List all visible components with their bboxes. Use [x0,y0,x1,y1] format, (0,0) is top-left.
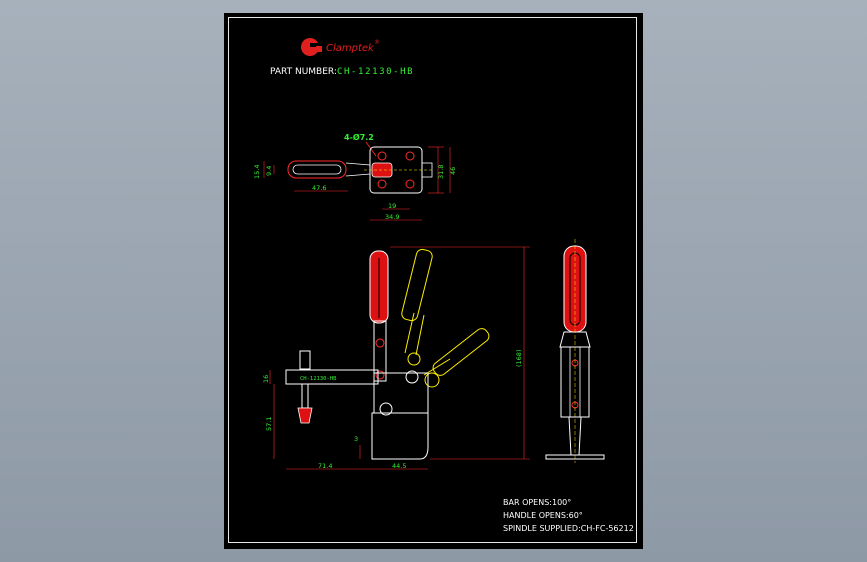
dim-base: 44.5 [392,462,406,470]
top-view: 4-Ø7.2 15.4 9.4 47.6 [253,132,457,221]
dim-grip-length: 47.6 [312,184,326,192]
dim-spindle: 16 [262,375,270,383]
end-view [545,239,605,463]
logo-name: Clamptek [326,43,375,54]
part-number-label: PART NUMBER: [270,67,337,77]
dim-reach: 71.4 [318,462,332,470]
note-handle-opens: HANDLE OPENS:60° [503,511,583,520]
logo-registered: ® [374,39,380,46]
dim-base-height: 31.8 [437,165,445,179]
holes-callout: 4-Ø7.2 [344,132,374,142]
note-bar-opens: BAR OPENS:100° [503,498,571,507]
open-position-outline [401,248,490,388]
notes-block: BAR OPENS:100° HANDLE OPENS:60° SPINDLE … [503,498,634,533]
dim-thickness: 3 [354,435,358,443]
dim-hole-pitch: 19 [388,202,396,210]
dim-grip-inner: 9.4 [265,166,273,176]
drawing-border [228,17,637,543]
dim-grip-width: 15.4 [253,165,261,179]
dim-base-total: 46 [449,167,457,175]
side-part-label: CH-12130-HB [300,376,337,382]
part-number-value: CH-12130-HB [337,67,414,77]
drawing-sheet: Clamptek ® PART NUMBER: CH-12130-HB 4-Ø7… [224,13,643,549]
side-view: CH-12130-HB 16 57.1 3 71.4 44.5 (168) [262,246,530,470]
dim-total-height: (168) [515,350,523,367]
dim-base-width: 34.9 [385,213,399,221]
dim-height: 57.1 [265,417,273,431]
clamptek-logo: Clamptek ® [301,38,380,56]
note-spindle-supplied: SPINDLE SUPPLIED:CH-FC-56212 [503,524,634,533]
drawing-canvas: Clamptek ® PART NUMBER: CH-12130-HB 4-Ø7… [253,38,634,533]
